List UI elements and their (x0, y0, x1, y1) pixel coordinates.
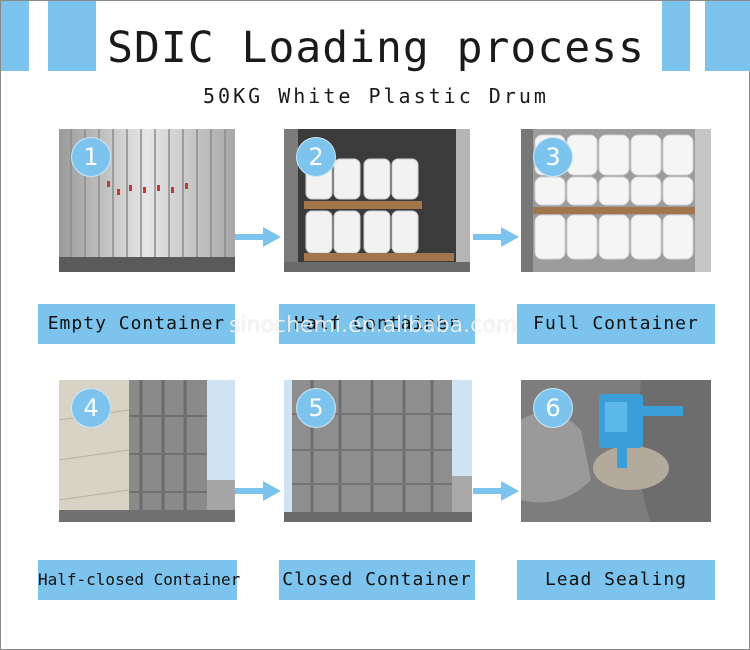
arrow-right-icon (235, 481, 281, 501)
photo-empty-container: 1 (59, 129, 235, 272)
step-number-badge: 5 (296, 388, 336, 428)
step-label: Closed Container (279, 560, 475, 600)
page-title: SDIC Loading process (107, 23, 645, 73)
step-label: Half-closed Container (38, 560, 240, 600)
step-number-badge: 1 (71, 137, 111, 177)
photo-half-container: 2 (284, 129, 470, 272)
photo-lead-sealing: 6 (521, 380, 711, 522)
arrow-right-icon (473, 227, 519, 247)
step-number-badge: 6 (533, 388, 573, 428)
watermark: sinochemi.en.alibaba.com (229, 313, 518, 338)
arrow-right-icon (473, 481, 519, 501)
photo-half-closed-container: 4 (59, 380, 235, 522)
photo-full-container: 3 (521, 129, 711, 272)
step-label: Empty Container (38, 304, 235, 344)
corner-bar-left-1 (1, 1, 29, 71)
step-number-badge: 2 (296, 137, 336, 177)
step-number-badge: 4 (71, 388, 111, 428)
page-subtitle: 50KG White Plastic Drum (203, 84, 549, 108)
arrow-right-icon (235, 227, 281, 247)
photo-closed-container: 5 (284, 380, 472, 522)
step-label: Full Container (517, 304, 715, 344)
corner-bar-right-1 (662, 1, 690, 71)
step-label: Lead Sealing (517, 560, 715, 600)
corner-bar-right-2 (705, 1, 750, 71)
step-label: Half Container (279, 304, 475, 344)
step-number-badge: 3 (533, 137, 573, 177)
lead-sealing-image (521, 380, 711, 522)
corner-bar-left-2 (48, 1, 96, 71)
half-closed-container-image (59, 380, 235, 522)
